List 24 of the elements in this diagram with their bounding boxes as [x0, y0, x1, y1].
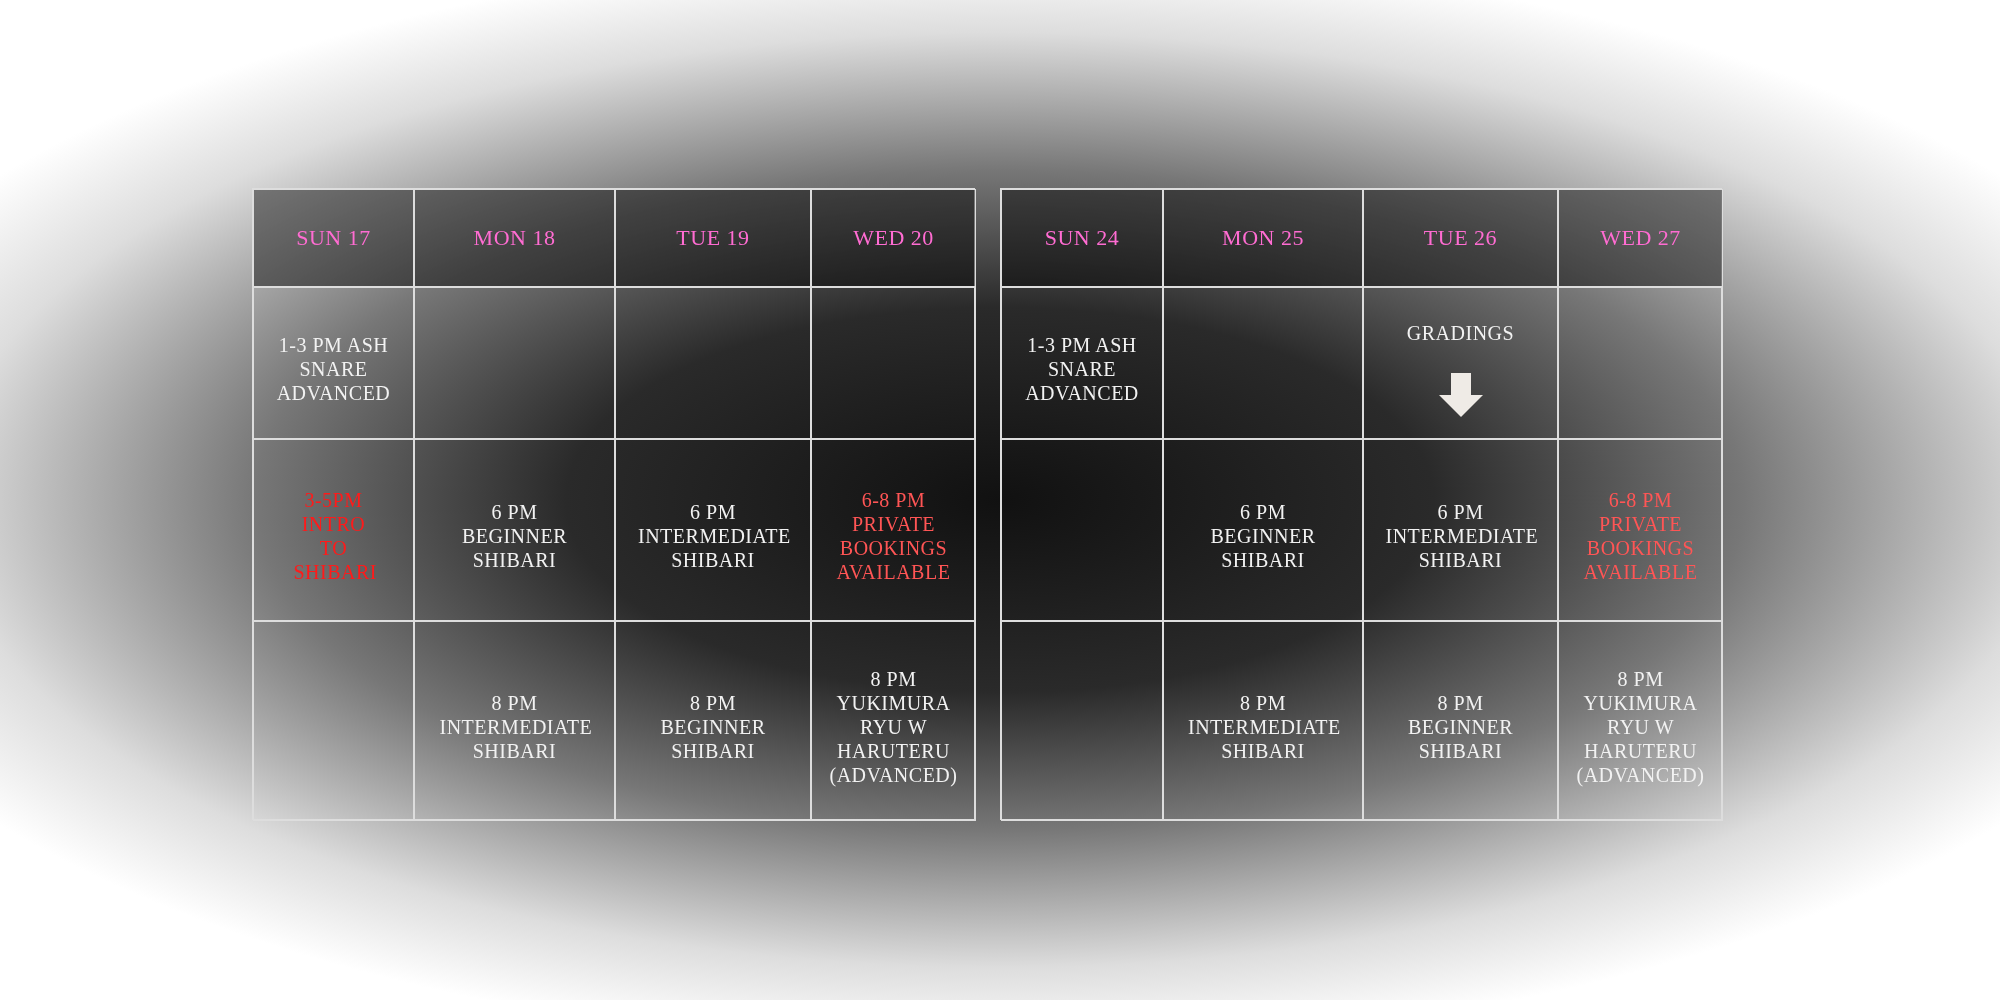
schedule-entry: 6 PM INTERMEDIATE SHIBARI [1385, 500, 1536, 572]
schedule-entry: 1-3 PM ASH SNARE ADVANCED [275, 333, 392, 405]
schedule-entry: 3-5PM INTRO TO SHIBARI [293, 488, 374, 584]
schedule-entry: 1-3 PM ASH SNARE ADVANCED [1024, 333, 1140, 405]
day-header: TUE 19 [676, 226, 750, 250]
day-header: SUN 17 [296, 226, 371, 250]
schedule-entry: 8 PM BEGINNER SHIBARI [1406, 691, 1515, 763]
schedule-entry: 8 PM BEGINNER SHIBARI [659, 691, 767, 763]
schedule-entry: 8 PM INTERMEDIATE SHIBARI [439, 691, 590, 763]
schedule-entry: 6 PM INTERMEDIATE SHIBARI [638, 500, 788, 572]
day-header: MON 18 [473, 226, 556, 250]
schedule-entry: 8 PM YUKIMURA RYU W HARUTERU (ADVANCED) [1575, 667, 1706, 787]
schedule-entry: 8 PM YUKIMURA RYU W HARUTERU (ADVANCED) [828, 667, 959, 787]
day-header: WED 27 [1600, 226, 1681, 250]
schedule-entry: 6-8 PM PRIVATE BOOKINGS AVAILABLE [835, 488, 952, 584]
day-header: SUN 24 [1044, 226, 1120, 250]
schedule-entry: 6 PM BEGINNER SHIBARI [460, 500, 569, 572]
schedule-entry: 6 PM BEGINNER SHIBARI [1209, 500, 1317, 572]
day-header: WED 20 [853, 226, 934, 250]
schedule-entry: 6-8 PM PRIVATE BOOKINGS AVAILABLE [1582, 488, 1699, 584]
schedule-entry: GRADINGS [1406, 321, 1515, 345]
schedule-entry: 8 PM INTERMEDIATE SHIBARI [1188, 691, 1338, 763]
day-header: TUE 26 [1423, 226, 1498, 250]
day-header: MON 25 [1222, 226, 1304, 250]
